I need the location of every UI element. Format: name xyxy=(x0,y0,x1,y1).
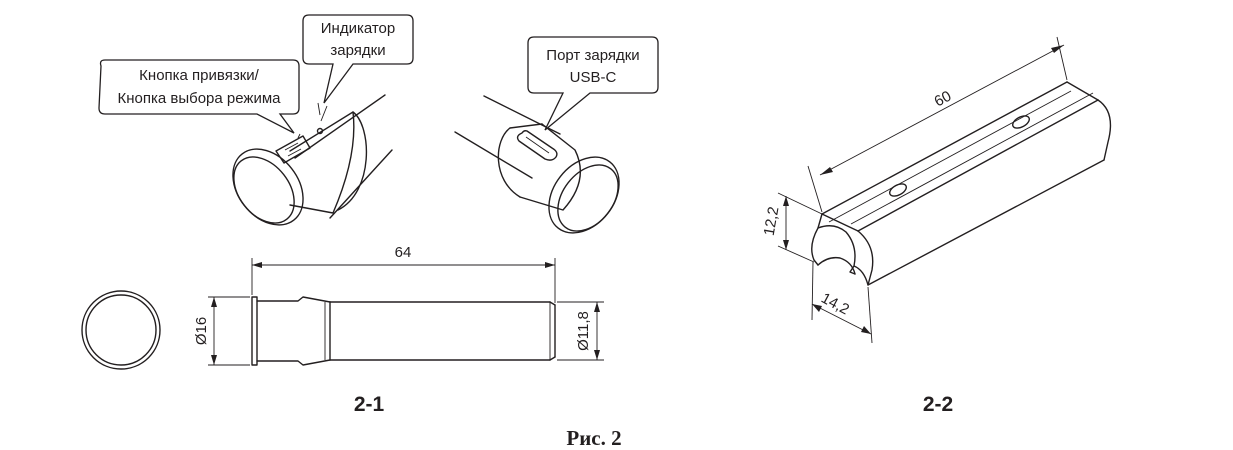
device-iso-button-end xyxy=(232,94,393,226)
callout-pairing-line-2: Кнопка выбора режима xyxy=(117,90,281,107)
callout-pairing-button: Кнопка привязки/ Кнопка выбора режима xyxy=(98,59,300,134)
device-end-view xyxy=(81,290,161,370)
dim-rail-width-label: 14,2 xyxy=(818,290,852,319)
callout-charge-port: Порт зарядки USB-C xyxy=(527,36,659,131)
panel-label-2-1: 2-1 xyxy=(354,393,385,416)
mounting-rail xyxy=(811,81,1112,286)
dim-length-21-label: 64 xyxy=(395,244,412,261)
callout-port-line-1: Порт зарядки xyxy=(546,47,639,64)
charge-indicator-led-icon xyxy=(316,127,324,135)
device-iso-port-end xyxy=(454,95,620,234)
callout-pairing-line-1: Кнопка привязки/ xyxy=(139,67,259,84)
dimension-rail-length-60: 60 xyxy=(807,36,1068,213)
dimension-diameter-16: Ø16 xyxy=(193,296,250,366)
usb-c-port-icon xyxy=(516,130,558,161)
dim-rail-length-label: 60 xyxy=(932,88,955,111)
callout-port-line-2: USB-C xyxy=(570,69,617,86)
dimension-diameter-11-8: Ø11,8 xyxy=(557,301,604,361)
device-side-view xyxy=(251,296,556,366)
dim-head-diameter-label: Ø16 xyxy=(193,317,210,345)
dimension-rail-height-12-2: 12,2 xyxy=(761,192,823,263)
rail-mounting-hole-icon xyxy=(1012,115,1030,129)
rail-mounting-hole-icon xyxy=(889,183,907,197)
pairing-button-icon xyxy=(275,135,311,164)
callout-indicator-line-2: зарядки xyxy=(330,42,385,59)
dim-rail-height-label: 12,2 xyxy=(761,205,783,237)
figure-caption: Рис. 2 xyxy=(566,426,621,450)
panel-label-2-2: 2-2 xyxy=(923,393,953,416)
callout-charge-indicator: Индикатор зарядки xyxy=(302,14,414,104)
callout-indicator-line-1: Индикатор xyxy=(321,20,396,37)
dim-body-diameter-label: Ø11,8 xyxy=(575,311,592,351)
dimension-length-64: 64 xyxy=(251,244,556,303)
